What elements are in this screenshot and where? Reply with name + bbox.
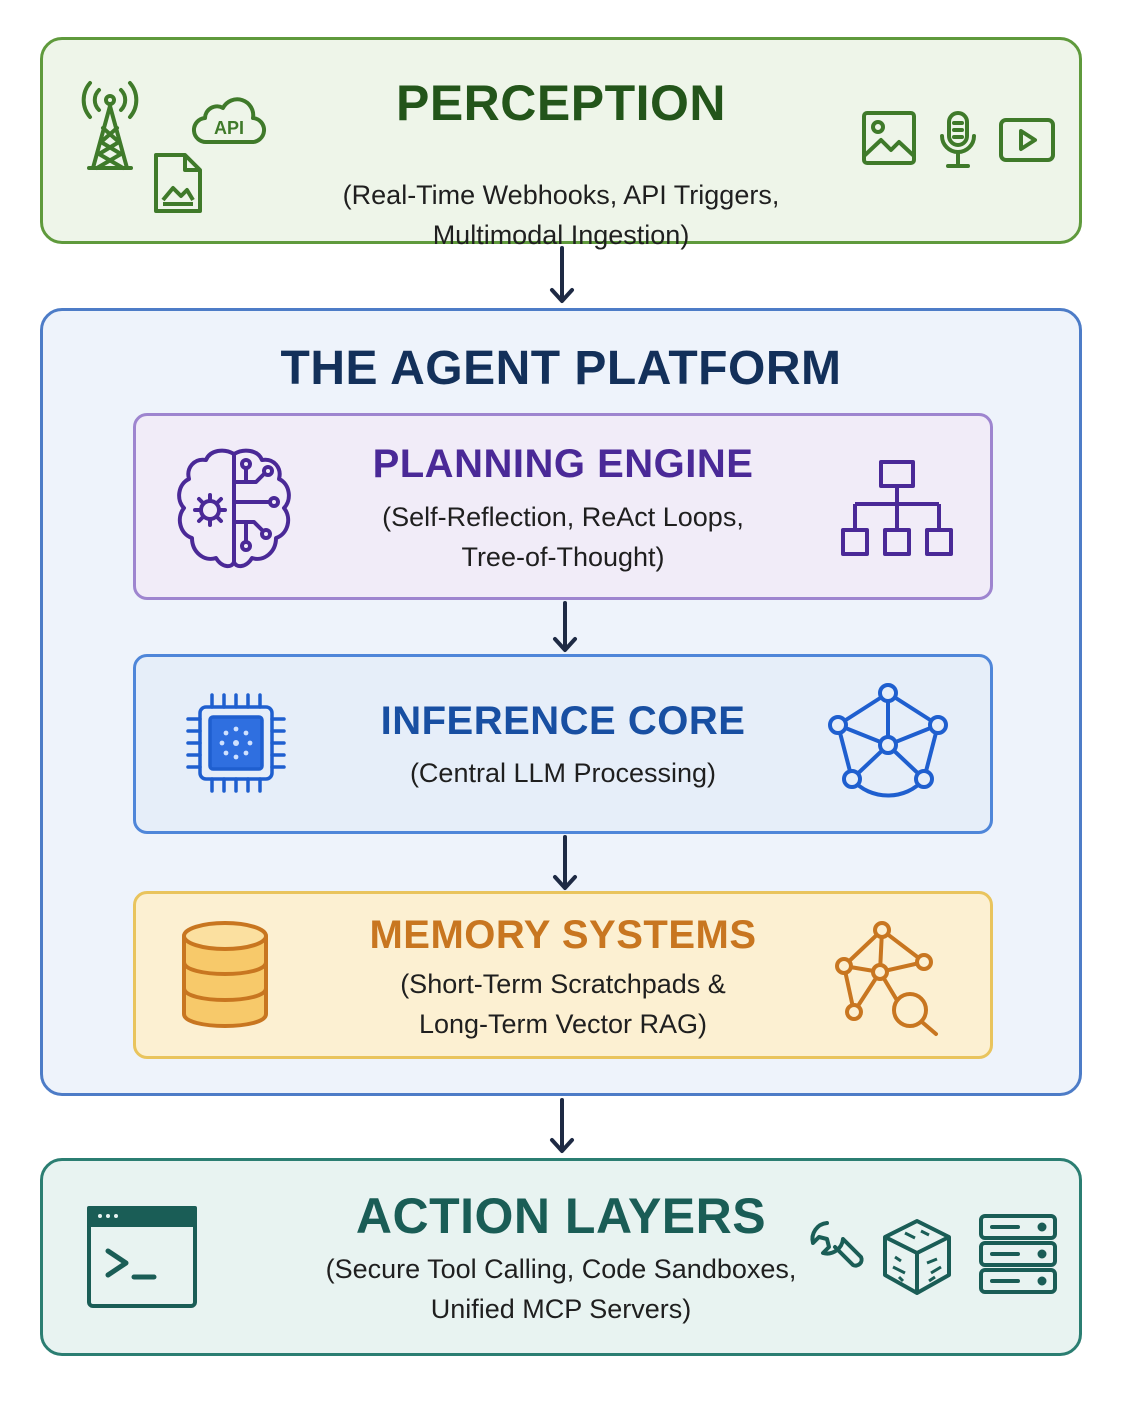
perception-panel: PERCEPTION (Real-Time Webhooks, API Trig… <box>40 37 1082 250</box>
planning-title: PLANNING ENGINE <box>372 442 754 486</box>
memory-title: MEMORY SYSTEMS <box>369 913 757 957</box>
inference-subtitle-line1: (Central LLM Processing) <box>409 758 717 788</box>
platform-title: THE AGENT PLATFORM <box>280 342 842 395</box>
image-icon <box>861 110 917 166</box>
server-rack-icon <box>978 1213 1058 1295</box>
memory-subtitle: (Short-Term Scratchpads & Long-Term Vect… <box>136 964 990 1044</box>
graph-search-icon <box>828 921 942 1036</box>
video-play-icon <box>998 117 1056 163</box>
inference-core-card: INFERENCE CORE (Central LLM Processing) <box>133 654 993 834</box>
inference-title: INFERENCE CORE <box>380 699 746 743</box>
network-graph-icon <box>826 681 950 805</box>
image-file-icon <box>153 152 203 214</box>
processor-chip-icon <box>184 691 288 795</box>
flow-arrow-planning-inference <box>551 601 579 658</box>
agent-platform-panel: THE AGENT PLATFORM PLANNING ENGINE (Self… <box>40 308 1082 1096</box>
api-badge-text: API <box>214 118 244 138</box>
memory-subtitle-line1: (Short-Term Scratchpads & <box>400 969 726 999</box>
action-title: ACTION LAYERS <box>355 1188 767 1244</box>
flow-arrow-platform-action <box>548 1098 576 1161</box>
api-cloud-icon: API <box>192 90 266 146</box>
planning-subtitle-line2: Tree-of-Thought) <box>461 542 665 572</box>
planning-subtitle-line1: (Self-Reflection, ReAct Loops, <box>382 502 744 532</box>
action-subtitle-line2: Unified MCP Servers) <box>430 1294 692 1324</box>
terminal-icon <box>86 1205 198 1309</box>
perception-subtitle-line2: Multimodal Ingestion) <box>432 220 690 250</box>
action-subtitle: (Secure Tool Calling, Code Sandboxes, Un… <box>43 1249 1079 1329</box>
antenna-tower-icon <box>75 80 145 172</box>
microphone-icon <box>938 110 978 170</box>
flow-arrow-inference-memory <box>551 835 579 896</box>
perception-title: PERCEPTION <box>395 75 727 131</box>
action-layers-panel: ACTION LAYERS (Secure Tool Calling, Code… <box>40 1158 1082 1356</box>
wrench-icon <box>805 1217 867 1279</box>
perception-subtitle-line1: (Real-Time Webhooks, API Triggers, <box>342 180 780 210</box>
perception-subtitle: (Real-Time Webhooks, API Triggers, Multi… <box>43 175 1079 255</box>
brain-gear-icon <box>174 446 296 572</box>
database-icon <box>180 920 270 1032</box>
memory-systems-card: MEMORY SYSTEMS (Short-Term Scratchpads &… <box>133 891 993 1059</box>
hierarchy-tree-icon <box>841 458 953 562</box>
action-subtitle-line1: (Secure Tool Calling, Code Sandboxes, <box>325 1254 797 1284</box>
cube-icon <box>881 1217 953 1297</box>
planning-engine-card: PLANNING ENGINE (Self-Reflection, ReAct … <box>133 413 993 600</box>
memory-subtitle-line2: Long-Term Vector RAG) <box>418 1009 708 1039</box>
planning-subtitle: (Self-Reflection, ReAct Loops, Tree-of-T… <box>136 497 990 577</box>
inference-subtitle: (Central LLM Processing) <box>136 753 990 793</box>
flow-arrow-perception-platform <box>548 246 576 311</box>
